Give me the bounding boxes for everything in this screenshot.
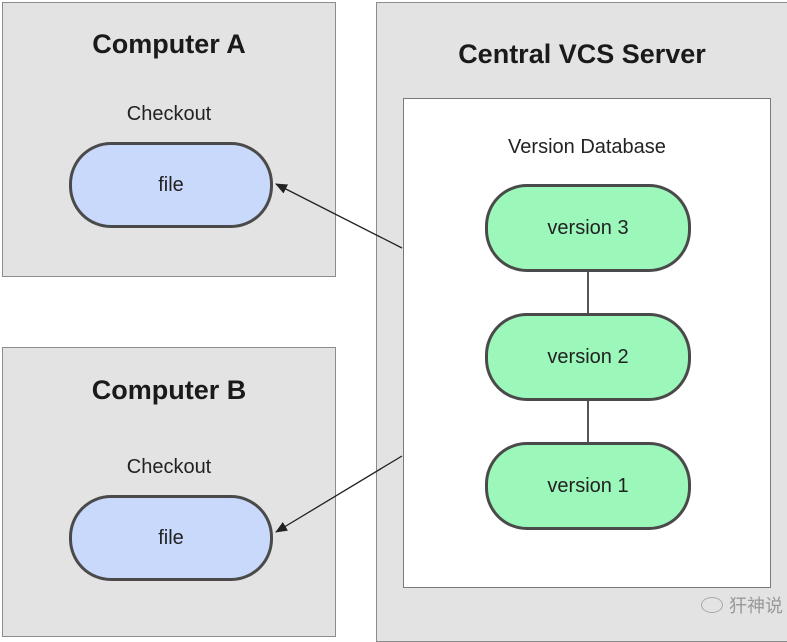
- computer-b-title: Computer B: [91, 375, 247, 405]
- version-2-node: version 2: [485, 313, 691, 401]
- computer-b-panel: Computer B Checkout file: [2, 347, 336, 637]
- watermark: 犴神说: [701, 592, 783, 618]
- computer-b-file-node: file: [69, 495, 273, 581]
- version-connector-upper: [587, 269, 589, 313]
- computer-a-file-node: file: [69, 142, 273, 228]
- watermark-text: 犴神说: [729, 596, 783, 616]
- computer-a-title: Computer A: [92, 29, 246, 59]
- version-3-label: version 3: [547, 216, 629, 239]
- server-title: Central VCS Server: [458, 39, 706, 69]
- central-vcs-server-panel: Central VCS Server Version Database vers…: [376, 2, 787, 642]
- computer-a-panel: Computer A Checkout file: [2, 2, 336, 277]
- computer-a-checkout-label: Checkout: [126, 103, 212, 125]
- version-connector-lower: [587, 399, 589, 443]
- computer-b-checkout-label: Checkout: [126, 456, 212, 478]
- version-1-node: version 1: [485, 442, 691, 530]
- computer-b-file-label: file: [158, 526, 184, 549]
- version-3-node: version 3: [485, 184, 691, 272]
- version-1-label: version 1: [547, 474, 629, 497]
- computer-a-file-label: file: [158, 173, 184, 196]
- version-database-label: Version Database: [508, 136, 666, 158]
- version-database-box: Version Database version 3 version 2 ver…: [403, 98, 771, 588]
- chat-bubble-icon: [701, 597, 723, 613]
- version-2-label: version 2: [547, 345, 629, 368]
